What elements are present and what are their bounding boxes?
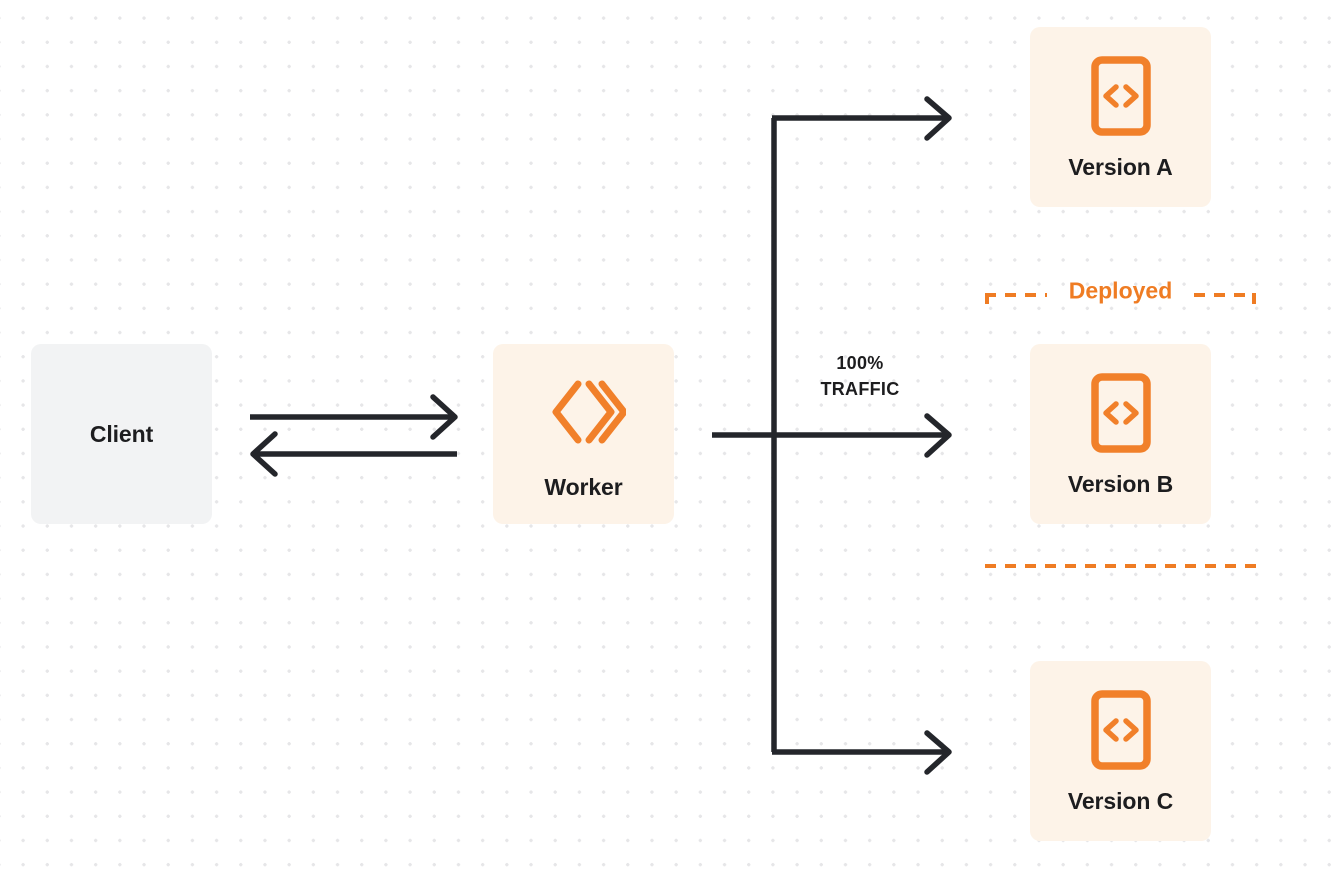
node-version-c[interactable]: Version C bbox=[1030, 661, 1211, 841]
arrow-worker-to-version-b bbox=[712, 413, 952, 458]
node-client-label: Client bbox=[89, 420, 154, 447]
node-worker-label: Worker bbox=[544, 473, 623, 500]
traffic-caption: TRAFFIC bbox=[820, 379, 900, 400]
node-version-a[interactable]: Version A bbox=[1030, 27, 1211, 207]
group-deployed-label: Deployed bbox=[1068, 277, 1173, 304]
arrow-worker-to-version-a bbox=[772, 96, 952, 141]
group-deployed: Deployed bbox=[985, 279, 1256, 568]
traffic-percentage-label: 100% TRAFFIC bbox=[790, 350, 930, 402]
arrow-worker-to-version-c bbox=[772, 730, 952, 775]
node-version-b[interactable]: Version B bbox=[1030, 344, 1211, 524]
deployed-border-right bbox=[1252, 293, 1256, 568]
cloudflare-workers-icon bbox=[542, 370, 626, 454]
deployed-border-top-left bbox=[985, 293, 1047, 297]
code-brackets-icon bbox=[1090, 689, 1151, 770]
deployed-border-bottom bbox=[985, 564, 1256, 568]
traffic-percent-value: 100% bbox=[836, 353, 884, 373]
deployed-border-top-right bbox=[1194, 293, 1256, 297]
arrow-client-to-worker bbox=[250, 394, 458, 440]
node-client[interactable]: Client bbox=[31, 344, 212, 524]
arrow-worker-to-client bbox=[250, 431, 457, 477]
node-version-c-label: Version C bbox=[1067, 787, 1174, 814]
node-version-b-label: Version B bbox=[1067, 470, 1174, 497]
node-worker[interactable]: Worker bbox=[493, 344, 674, 524]
node-version-a-label: Version A bbox=[1068, 153, 1173, 180]
code-brackets-icon bbox=[1090, 372, 1151, 453]
code-brackets-icon bbox=[1090, 55, 1151, 136]
deployed-border-left bbox=[985, 293, 989, 568]
